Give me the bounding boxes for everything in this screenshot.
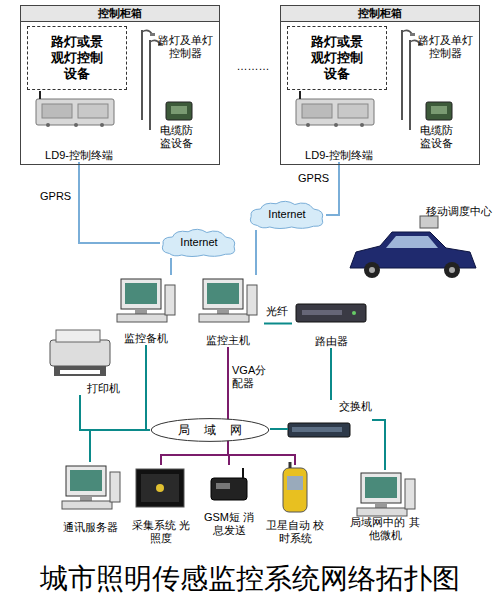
edge-label: GPRS [40,190,71,203]
connector [146,345,150,430]
gsm-node: GSM短 消息发送 [200,465,258,537]
terminal-node: LD9-控制终端 [287,94,391,162]
street-poles [142,30,423,130]
connector [228,347,295,465]
text-label: 电缆防盗设备 [156,124,196,150]
printer-icon [50,330,110,376]
node-text: 控制柜箱 [281,6,479,22]
node-text: LD9-控制终端 [45,149,113,162]
device-box: 路灯或景观灯控制设备 [27,26,127,90]
router-node: 路由器 [292,300,370,348]
connector [161,347,228,465]
connector [264,323,292,325]
computer-node: 局域网中的 其他微机 [345,470,425,542]
node-text: Internet [180,236,217,249]
node-text: GSM短 消息发送 [200,511,258,537]
text-label: 电缆防盗设备 [416,124,456,150]
other-computer [357,473,415,516]
node-text: Internet [268,208,305,221]
node-text: 通讯服务器 [63,521,118,534]
connector [170,258,172,275]
connector [255,230,257,275]
switch-node: 交换机 [288,400,372,440]
node-text: 控制柜箱 [21,6,219,22]
node-text: 移动调度中心 [426,205,492,218]
text-label: ……… [228,60,278,73]
computer-node: 监控主机 [192,275,264,347]
edge-label: GPRS [298,172,329,185]
connector [372,420,385,470]
backup-computer [117,279,175,322]
terminal-node: LD9-控制终端 [27,94,131,162]
node-text: 监控备机 [124,332,168,345]
mobile-center: 移动调度中心 [342,205,492,290]
internet-cloud: Internet [160,228,238,258]
light-sensor [136,469,184,507]
connector [326,162,339,215]
sensor-node: 采集系统 光照度 [130,465,192,545]
connector [90,430,150,462]
node-text: 交换机 [339,400,372,413]
host-computer [199,279,257,322]
server-node: 通讯服务器 [50,462,130,534]
internet-cloud: Internet [248,200,326,230]
node-text: 监控主机 [206,334,250,347]
node-text: 局域网 [164,423,256,437]
node-text: LD9-控制终端 [305,149,373,162]
printer-node: 打印机 [40,325,120,395]
text-label: 路灯及单灯控制器 [416,34,474,60]
node-text: 路由器 [315,335,348,348]
computer-node: 监控备机 [110,275,182,345]
lan-ellipse: 局域网 [150,418,270,442]
connector [79,162,160,243]
switch-icon [288,423,350,437]
anti-theft-device [166,102,452,120]
edge-label: VGA分配器 [232,364,272,390]
node-text: 打印机 [87,382,120,395]
node-text: 卫星自动 校时系统 [262,519,328,545]
router-icon [296,304,366,322]
connector [330,348,332,400]
node-text: 采集系统 光照度 [130,519,192,545]
gps-device [283,462,307,512]
mobile-car [350,216,476,278]
connector [80,395,150,430]
node-text: 局域网中的 其他微机 [345,516,425,542]
device-box: 路灯或景观灯控制设备 [287,26,387,90]
control-terminal [36,91,374,127]
node-text: 路灯或景观灯控制设备 [49,34,105,83]
node-text: 路灯或景观灯控制设备 [309,34,365,83]
gsm-modem [211,468,247,500]
server-computer [62,466,120,509]
gps-node: 卫星自动 校时系统 [262,465,328,545]
edge-label: 光纤 [266,305,288,318]
diagram-title: 城市照明传感监控系统网络拓扑图 [0,560,500,598]
text-label: 路灯及单灯控制器 [156,34,214,60]
connector [270,428,288,430]
